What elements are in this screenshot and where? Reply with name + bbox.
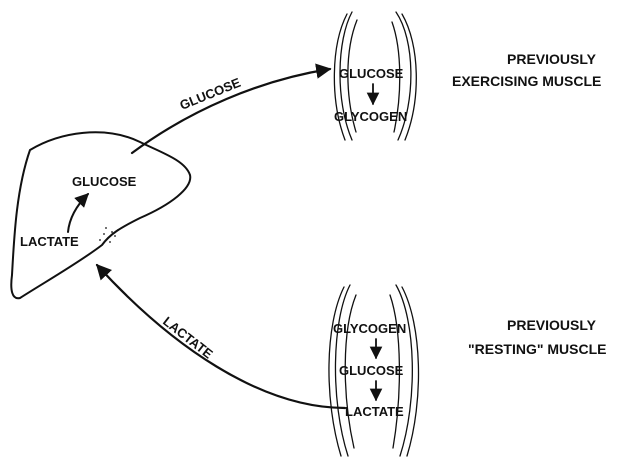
resting-muscle: GLYCOGEN GLUCOSE LACTATE (329, 285, 419, 456)
lactate-transport-label: LACTATE (160, 314, 216, 362)
lactate-transport-arrow (97, 265, 345, 408)
liver-texture (99, 227, 119, 243)
resting-glycogen-label: GLYCOGEN (333, 321, 406, 336)
liver-lactate-to-glucose-arrow (68, 194, 88, 232)
exercising-caption-line1: PREVIOUSLY (507, 51, 597, 67)
resting-caption-line2: "RESTING" MUSCLE (468, 341, 607, 357)
resting-caption-line1: PREVIOUSLY (507, 317, 597, 333)
resting-lactate-label: LACTATE (345, 404, 404, 419)
exercising-glycogen-label: GLYCOGEN (334, 109, 407, 124)
liver-lactate-label: LACTATE (20, 234, 79, 249)
exercising-glucose-label: GLUCOSE (339, 66, 404, 81)
exercising-caption-line2: EXERCISING MUSCLE (452, 73, 601, 89)
liver: GLUCOSE LACTATE (11, 132, 190, 298)
liver-glucose-label: GLUCOSE (72, 174, 137, 189)
resting-glucose-label: GLUCOSE (339, 363, 404, 378)
liver-outline (11, 132, 190, 298)
exercising-muscle: GLUCOSE GLYCOGEN (334, 12, 416, 140)
